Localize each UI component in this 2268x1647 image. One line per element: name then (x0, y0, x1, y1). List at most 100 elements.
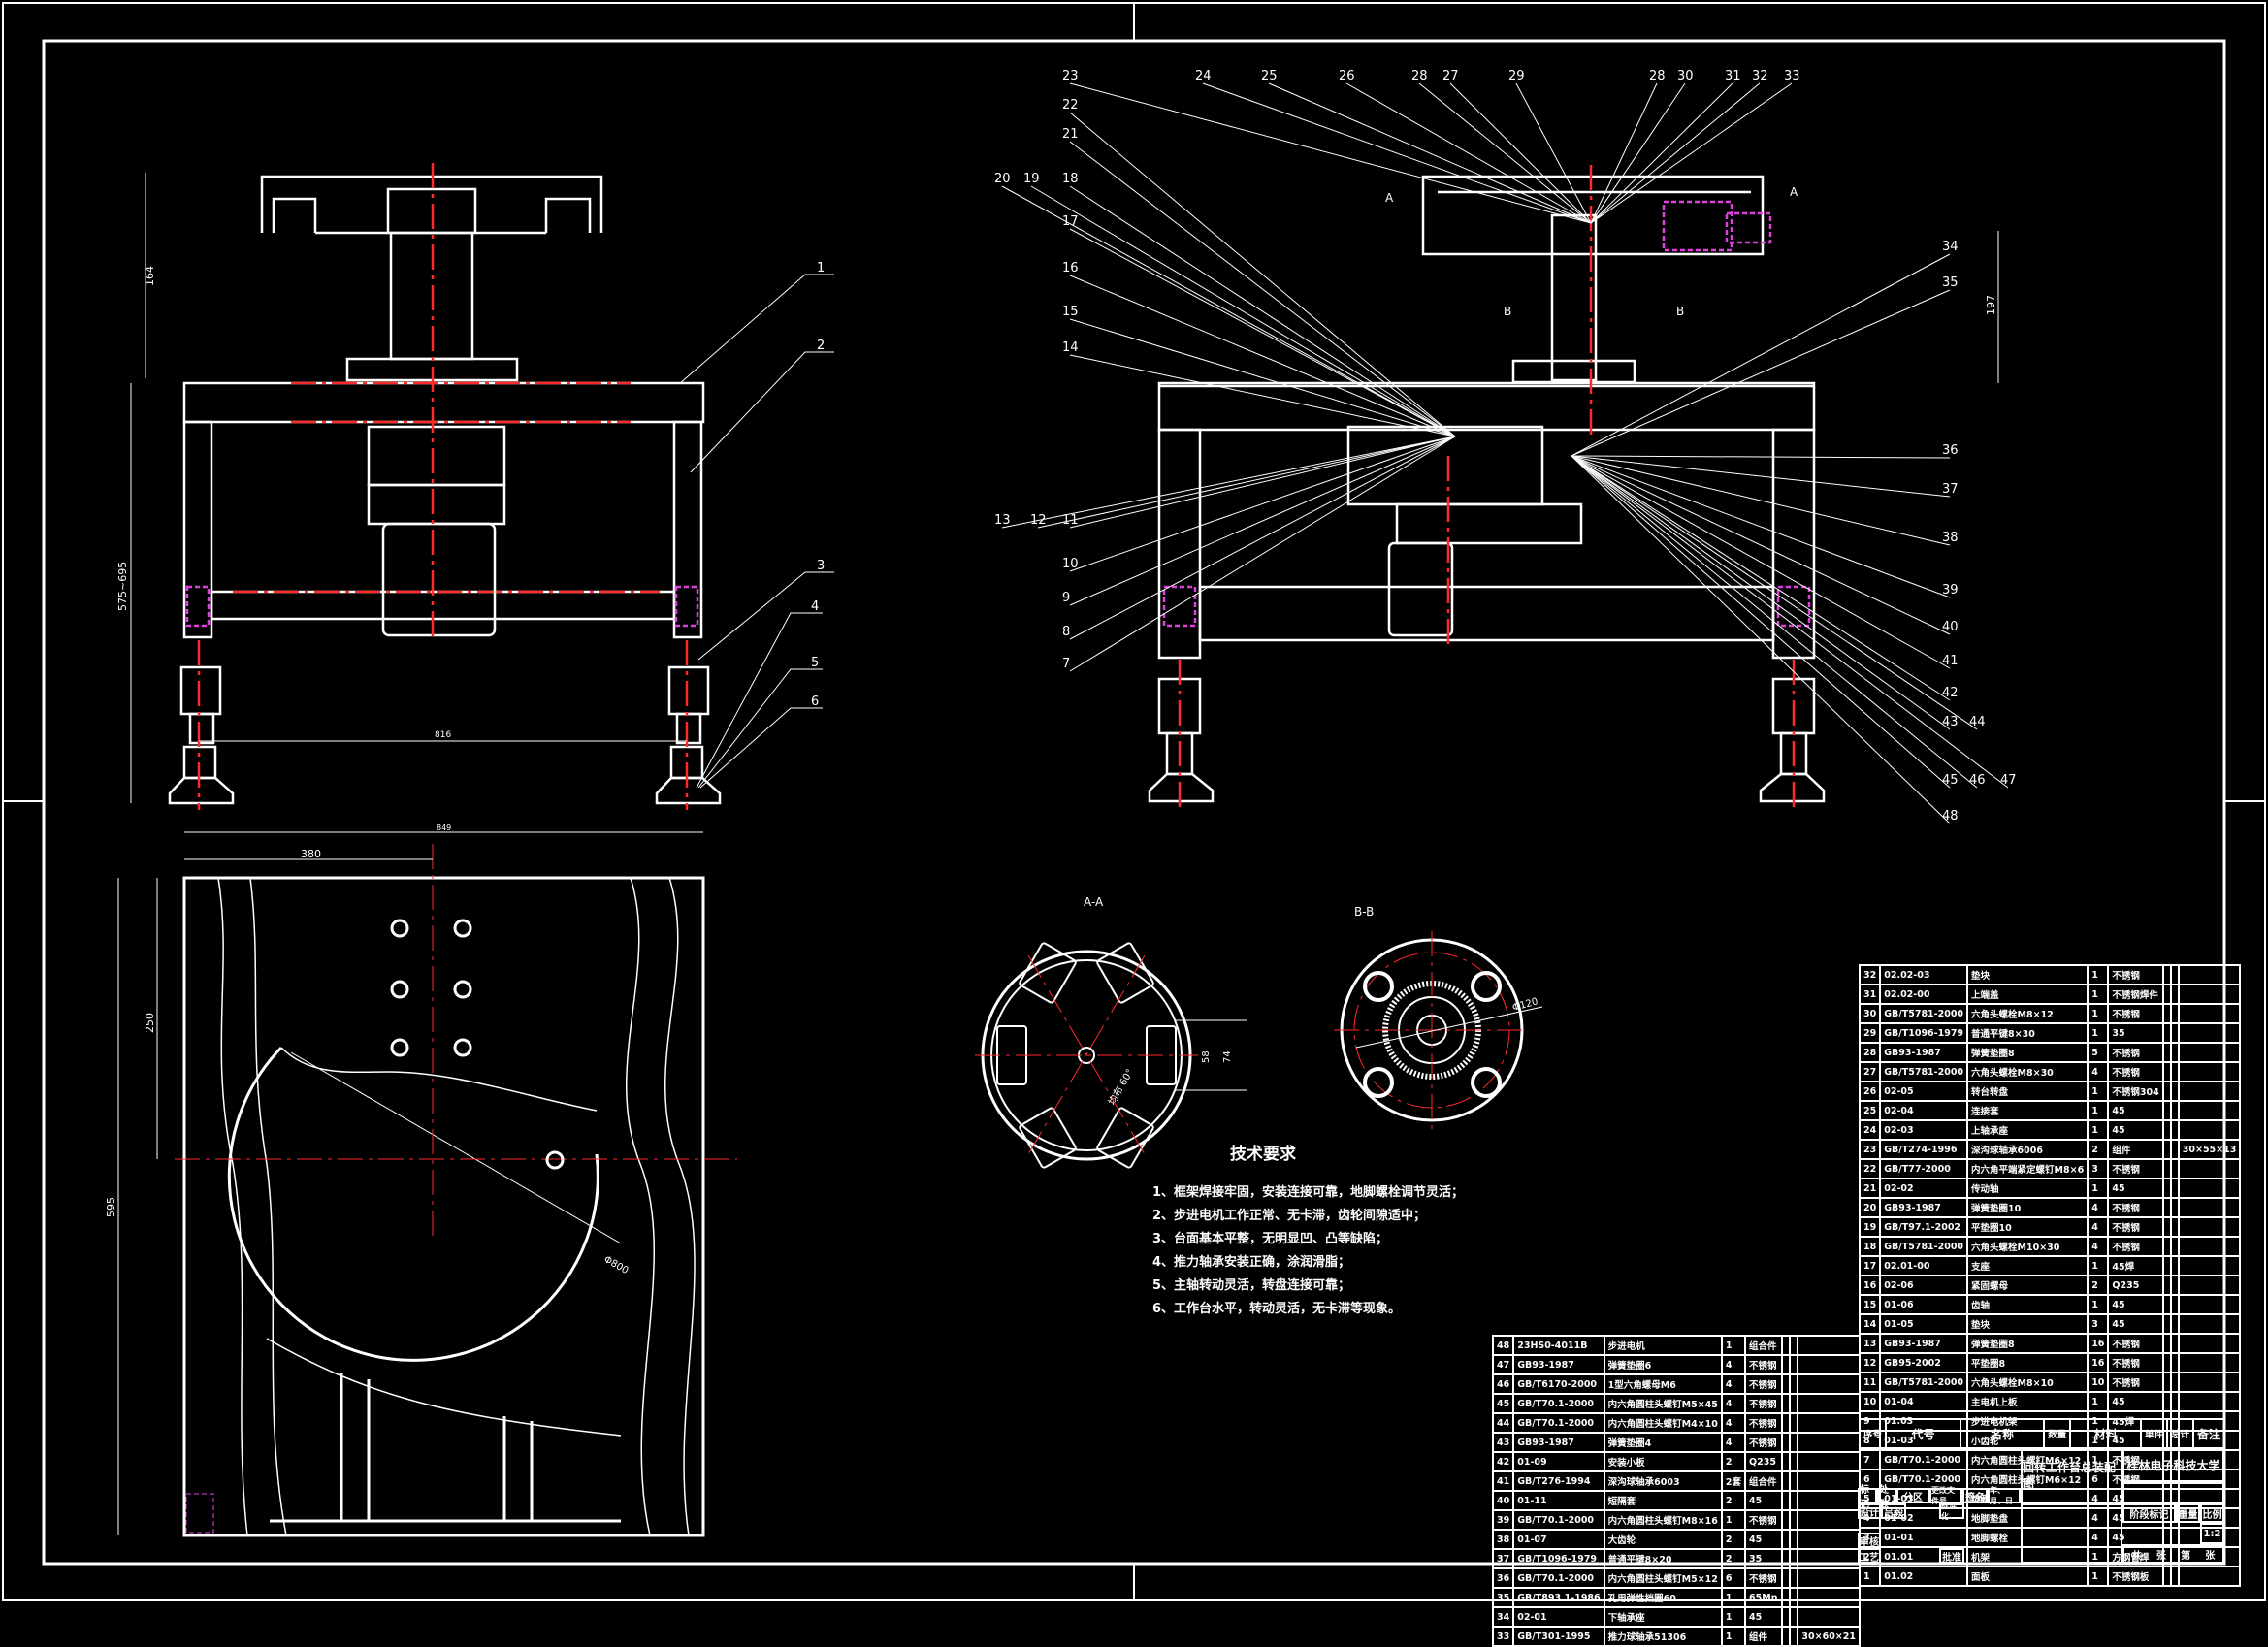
balloon-label: 9 (1062, 591, 1070, 605)
bom-cell: 弹簧垫圈8 (1966, 1333, 2090, 1354)
bom-cell: 不锈钢 (2107, 1372, 2164, 1393)
bom-cell (2169, 1081, 2180, 1102)
section-bb-view: B-B Φ120 (1334, 905, 1543, 1130)
bom-cell: GB/T70.1-2000 (1879, 1449, 1969, 1470)
tb-standardize: 标准化 (1939, 1502, 1964, 1521)
bom-cell: 不锈钢 (2107, 1158, 2164, 1179)
bom-cell (2169, 1527, 2180, 1548)
bom-cell (2169, 964, 2180, 985)
tb-scale-value: 1:2 (2200, 1523, 2224, 1544)
bom-cell (2177, 1081, 2242, 1102)
bom-cell (2177, 1236, 2242, 1257)
bom-cell: GB/T5781-2000 (1879, 1372, 1969, 1393)
bom-cell: 44 (1491, 1412, 1515, 1434)
bom-cell (2161, 1352, 2172, 1373)
tb-date: 年、月、日 (1988, 1486, 2021, 1505)
bom-cell: 23 (1858, 1139, 1882, 1160)
bom-cell: 26 (1858, 1081, 1882, 1102)
bom-cell: 30 (1858, 1003, 1882, 1024)
bom-cell: 24 (1858, 1119, 1882, 1141)
tb-design: 设计 (1858, 1503, 1881, 1519)
top-view-dimensions: 849 380 250 595 (105, 824, 703, 1535)
leader-line (1571, 455, 1951, 701)
bom-cell (2169, 1546, 2180, 1567)
bom-cell: 转台转盘 (1966, 1081, 2090, 1102)
bom-cell: 28 (1858, 1042, 1882, 1063)
bom-cell: 垫块 (1966, 964, 2090, 985)
bom-cell: 2 (1720, 1529, 1747, 1550)
mount-holes (390, 919, 565, 1170)
bom-cell (1789, 1412, 1799, 1434)
bom-cell: 23HS0-4011B (1512, 1335, 1605, 1356)
dim-250: 250 (144, 1013, 156, 1033)
balloon-label: 40 (1942, 620, 1959, 634)
dim-595: 595 (105, 1197, 117, 1217)
tb-process: 工艺 (1858, 1548, 1881, 1564)
bom-cell: 33 (1491, 1626, 1515, 1647)
bom-cell (2177, 1216, 2242, 1238)
bom-cell (1797, 1509, 1861, 1531)
balloon-label: 15 (1062, 305, 1079, 319)
bom-cell: 不锈钢板 (2107, 1566, 2164, 1587)
bom-cell: GB/T301-1995 (1512, 1626, 1605, 1647)
bom-cell (1797, 1470, 1861, 1492)
bom-cell (1789, 1490, 1799, 1511)
bom-cell (2177, 984, 2242, 1005)
bom-cell (1780, 1373, 1792, 1395)
bom-cell (1797, 1335, 1861, 1356)
bom-cell (1789, 1393, 1799, 1414)
bom-cell: 不锈钢 (1744, 1373, 1783, 1395)
balloon-label: 14 (1062, 340, 1079, 355)
bom-cell: 19 (1858, 1216, 1882, 1238)
bom-header-row: 序号 代号 名称 数量 材料 单件 总计 备注 (1858, 1418, 2226, 1449)
leader-line (1571, 455, 1951, 546)
tb-weight: 重量 (2176, 1503, 2200, 1523)
bom-cell: 6 (2087, 1469, 2110, 1490)
bom-cell (1789, 1529, 1799, 1550)
bom-cell: 16 (2087, 1333, 2110, 1354)
bom-cell: 02-02 (1879, 1178, 1969, 1199)
dim-197: 197 (1985, 295, 1997, 315)
tb-count: 处数 (1877, 1485, 1896, 1510)
bom-cell (2161, 1527, 2172, 1548)
bom-cell: 29 (1858, 1022, 1882, 1044)
bom-cell (2177, 1566, 2242, 1587)
bom-cell: 地脚垫盘 (1966, 1507, 2090, 1529)
bom-cell: 45 (2107, 1391, 2164, 1412)
bom-cell: 内六角圆柱头螺钉M5×12 (1603, 1567, 1723, 1589)
bom-cell (2169, 1313, 2180, 1335)
bom-cell: 安装小板 (1603, 1451, 1723, 1472)
bom-cell (2169, 1158, 2180, 1179)
bom-cell (1797, 1548, 1861, 1569)
tb-mark: 标记 (1858, 1485, 1877, 1510)
bom-cell: 4 (2087, 1061, 2110, 1082)
bom-cell: 48 (1491, 1335, 1515, 1356)
bom-cell: 1 (2087, 1119, 2110, 1141)
bom-cell: 1 (1720, 1606, 1747, 1628)
bom-cell (2169, 1294, 2180, 1315)
bom-cell: 2 (1720, 1548, 1747, 1569)
bom-cell: 01-07 (1512, 1529, 1605, 1550)
leader-line (1001, 185, 1456, 437)
bom-cell (1789, 1509, 1799, 1531)
bom-cell (1780, 1548, 1792, 1569)
bom-cell: 35 (1744, 1548, 1783, 1569)
bom-cell (2161, 1507, 2172, 1529)
bom-cell (2161, 984, 2172, 1005)
bom-cell: 1 (2087, 1449, 2110, 1470)
tech-title: 技术要求 (1230, 1145, 1296, 1164)
bom-cell (2177, 1197, 2242, 1218)
top-view: Φ800 (175, 844, 737, 1537)
leader-line (1571, 455, 1951, 498)
balloon-label: 32 (1752, 69, 1768, 83)
balloon-label: 36 (1942, 443, 1959, 458)
drawing-border (2, 2, 2266, 1601)
bom-cell: 15 (1858, 1294, 1882, 1315)
bom-cell: 34 (1491, 1606, 1515, 1628)
